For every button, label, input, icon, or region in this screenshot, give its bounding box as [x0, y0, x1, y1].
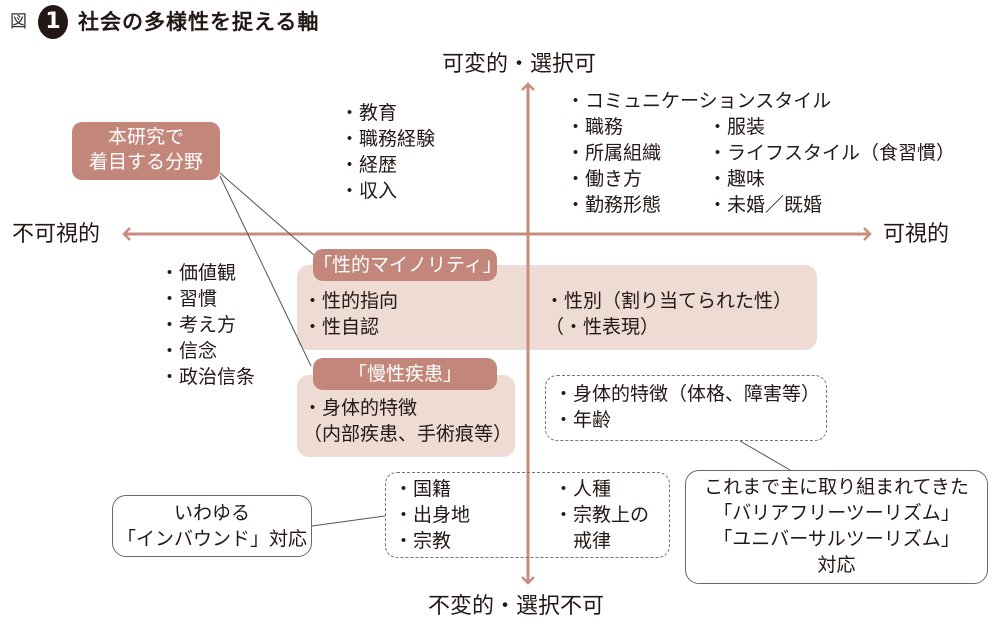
list-item: ・政治信条 — [160, 366, 256, 388]
list-item: ・経歴 — [340, 154, 398, 176]
list-item: ・趣味 — [708, 168, 766, 190]
list-item: ・服装 — [708, 116, 766, 138]
list-item: ・人種 — [554, 478, 612, 500]
list-item: ・信念 — [160, 340, 218, 362]
chronic-disease-list: ・身体的特徴 （内部疾患、手術痕等） — [303, 395, 512, 447]
figure-title: 社会の多様性を捉える軸 — [78, 10, 320, 34]
upper-left-list: ・教育 ・職務経験 ・経歴 ・収入 — [340, 100, 435, 204]
list-item: ・働き方 — [566, 168, 643, 190]
inbound-line-2: 「インバウンド」対応 — [116, 528, 307, 550]
chronic-disease-label: 「慢性疾患」 — [313, 358, 497, 390]
list-item: ・習慣 — [160, 288, 218, 310]
list-item: ・性的指向 — [303, 290, 399, 312]
list-item: ・出身地 — [394, 504, 471, 526]
list-item: ・身体的特徴 — [303, 397, 418, 419]
universal-line-4: 対応 — [817, 554, 856, 576]
list-item: 戒律 — [554, 530, 612, 552]
connector-inbound — [311, 515, 386, 527]
inbound-response-box: いわゆる 「インバウンド」対応 — [112, 495, 312, 557]
list-item: （内部疾患、手術痕等） — [303, 423, 513, 445]
list-item: ・性別（割り当てられた性） — [545, 290, 793, 312]
upper-right-col2: ・服装 ・ライフスタイル（食習慣） ・趣味 ・未婚／既婚 — [708, 114, 955, 218]
list-item: ・価値観 — [160, 262, 237, 284]
lower-left-list: ・価値観 ・習慣 ・考え方 ・信念 ・政治信条 — [160, 260, 255, 390]
axis-label-left: 不可視的 — [12, 222, 101, 247]
universal-line-3: 「ユニバーサルツーリズム」 — [713, 528, 960, 550]
figure-label: 図 — [10, 12, 27, 32]
list-item: ・ライフスタイル（食習慣） — [708, 142, 956, 164]
list-item: ・所属組織 — [566, 142, 662, 164]
list-item: ・教育 — [340, 102, 398, 124]
list-item: ・年齢 — [554, 409, 612, 431]
list-item: ・性自認 — [303, 316, 380, 338]
universal-line-2: 「バリアフリーツーリズム」 — [713, 502, 960, 524]
sexual-minority-label: 「性的マイノリティ」 — [313, 249, 502, 281]
list-item: ・宗教上の — [554, 504, 650, 526]
connector-focus-sexual — [219, 172, 316, 257]
physical-traits-box: ・身体的特徴（体格、障害等） ・年齢 — [545, 375, 827, 441]
research-focus-box: 本研究で 着目する分野 — [72, 122, 220, 180]
universal-tourism-box: これまで主に取り組まれてきた 「バリアフリーツーリズム」 「ユニバーサルツーリズ… — [685, 470, 988, 584]
list-item: ・職務経験 — [340, 128, 436, 150]
list-item: ・収入 — [340, 180, 398, 202]
list-item: ・宗教 — [394, 530, 452, 552]
nationality-box: ・国籍 ・出身地 ・宗教 ・人種 ・宗教上の 戒律 — [385, 472, 670, 558]
list-item: ・未婚／既婚 — [708, 194, 823, 216]
axis-label-top: 可変的・選択可 — [442, 52, 597, 77]
axis-label-bottom: 不変的・選択不可 — [428, 594, 605, 619]
axis-label-right: 可視的 — [883, 222, 950, 247]
research-focus-line-1: 本研究で — [107, 126, 184, 148]
inbound-line-1: いわゆる — [173, 502, 250, 524]
research-focus-line-2: 着目する分野 — [88, 151, 203, 173]
list-item: ・国籍 — [394, 478, 452, 500]
list-item: ・考え方 — [160, 314, 237, 336]
connector-universal — [739, 440, 791, 471]
list-item: ・勤務形態 — [566, 194, 662, 216]
sexual-minority-right: ・性別（割り当てられた性） （・性表現） — [545, 288, 792, 340]
list-item: ・職務 — [566, 116, 624, 138]
sexual-minority-left: ・性的指向 ・性自認 — [303, 288, 398, 340]
upper-right-header: ・コミュニケーションスタイル — [566, 90, 832, 112]
figure-number-badge: 1 — [38, 5, 68, 39]
list-item: （・性表現） — [545, 316, 660, 338]
universal-line-1: これまで主に取り組まれてきた — [704, 476, 969, 498]
upper-right-col1: ・職務 ・所属組織 ・働き方 ・勤務形態 — [566, 114, 661, 218]
list-item: ・身体的特徴（体格、障害等） — [554, 383, 821, 405]
connector-focus-chronic — [219, 175, 312, 367]
